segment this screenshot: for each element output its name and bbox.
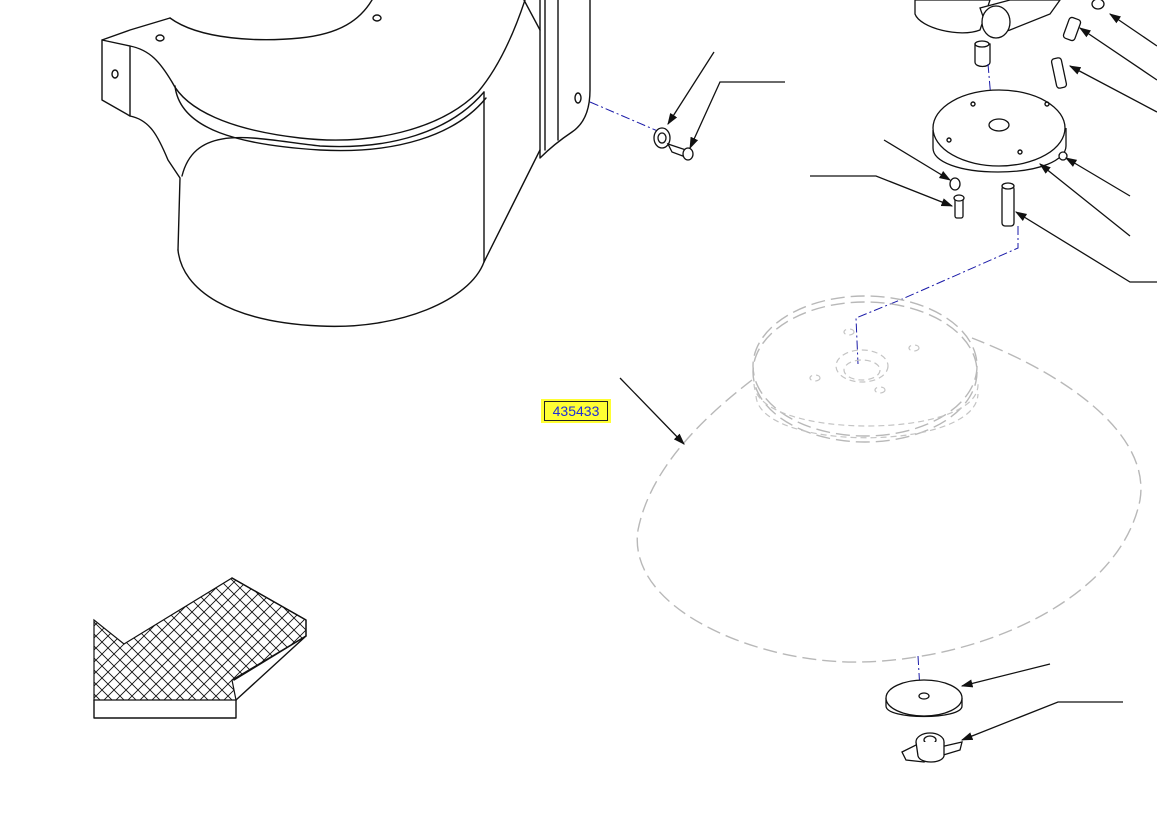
leader-plate <box>1039 163 1131 237</box>
leader-plate-screw <box>1064 157 1131 197</box>
centerline-stud-to-hub <box>855 226 1019 365</box>
leader-stud <box>1015 211 1157 283</box>
leader-screw <box>810 175 954 207</box>
leader-key-pin <box>1068 65 1157 113</box>
phantom-spreader-disc <box>636 295 1142 663</box>
bottom-washer <box>885 679 963 718</box>
leader-side-bolt <box>689 81 785 150</box>
leader-motor-bolt <box>1079 27 1157 81</box>
leader-side-washer <box>667 51 715 125</box>
part-number-label: 435433 <box>544 401 608 421</box>
view-direction-arrow-icon <box>93 577 307 719</box>
motor-assembly <box>914 0 1105 68</box>
centerline-housing-bolt <box>589 101 661 133</box>
leader-motor-clamp <box>1109 13 1157 47</box>
centerline-bottom-hardware <box>917 655 921 691</box>
mounting-plate <box>932 89 1067 173</box>
part-number-callout[interactable]: 435433 <box>541 399 611 423</box>
side-bolt-and-washer <box>653 127 694 161</box>
leader-wing-nut <box>960 701 1123 741</box>
small-screws <box>949 16 1082 227</box>
leader-nut <box>883 139 952 181</box>
wing-nut <box>901 732 963 763</box>
housing-cover <box>101 0 591 328</box>
leader-bottom-washer <box>960 663 1051 688</box>
leader-part-435433 <box>619 377 685 445</box>
